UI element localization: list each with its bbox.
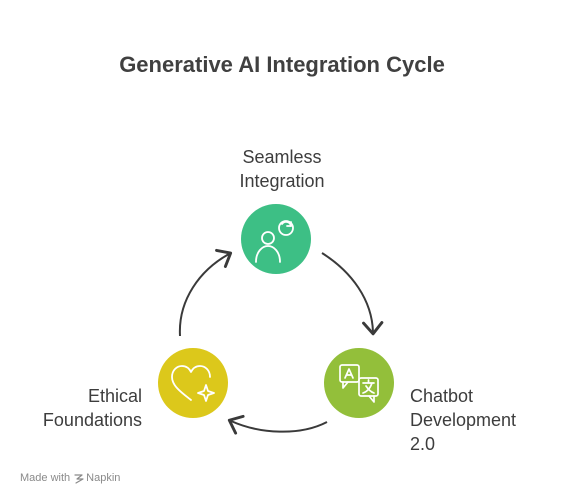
heart-sparkle-icon [171, 365, 215, 402]
label-line: Development [410, 410, 517, 430]
made-with-footer: Made with Napkin [20, 472, 120, 484]
label-seamless-integration: Seamless Integration [196, 145, 368, 193]
label-line: Ethical [87, 386, 142, 406]
diagram-title: Generative AI Integration Cycle [119, 52, 445, 77]
node-ethical-foundations [158, 348, 228, 418]
made-with-text: Made with [20, 472, 71, 484]
napkin-brand: Napkin [74, 472, 120, 484]
label-line: Chatbot [410, 386, 474, 406]
label-line: 2.0 [410, 434, 436, 454]
node-circle-yellow [158, 348, 228, 418]
label-ethical-foundations: Ethical Foundations [0, 384, 142, 432]
label-line: Integration [239, 171, 325, 191]
arrow-integration-to-chatbot [321, 252, 384, 336]
napkin-logo-icon [74, 473, 84, 484]
label-line: Foundations [42, 410, 142, 430]
arrow-chatbot-to-ethical [227, 414, 328, 435]
person-refresh-icon [255, 220, 294, 263]
label-line: Seamless [242, 147, 322, 167]
node-seamless-integration [241, 204, 311, 274]
translate-icon [339, 364, 379, 403]
arrow-ethical-to-integration [178, 248, 233, 337]
napkin-brand-text: Napkin [86, 472, 121, 484]
label-chatbot-development: Chatbot Development 2.0 [410, 384, 564, 456]
node-circle-green [241, 204, 311, 274]
node-chatbot-development [324, 348, 394, 418]
